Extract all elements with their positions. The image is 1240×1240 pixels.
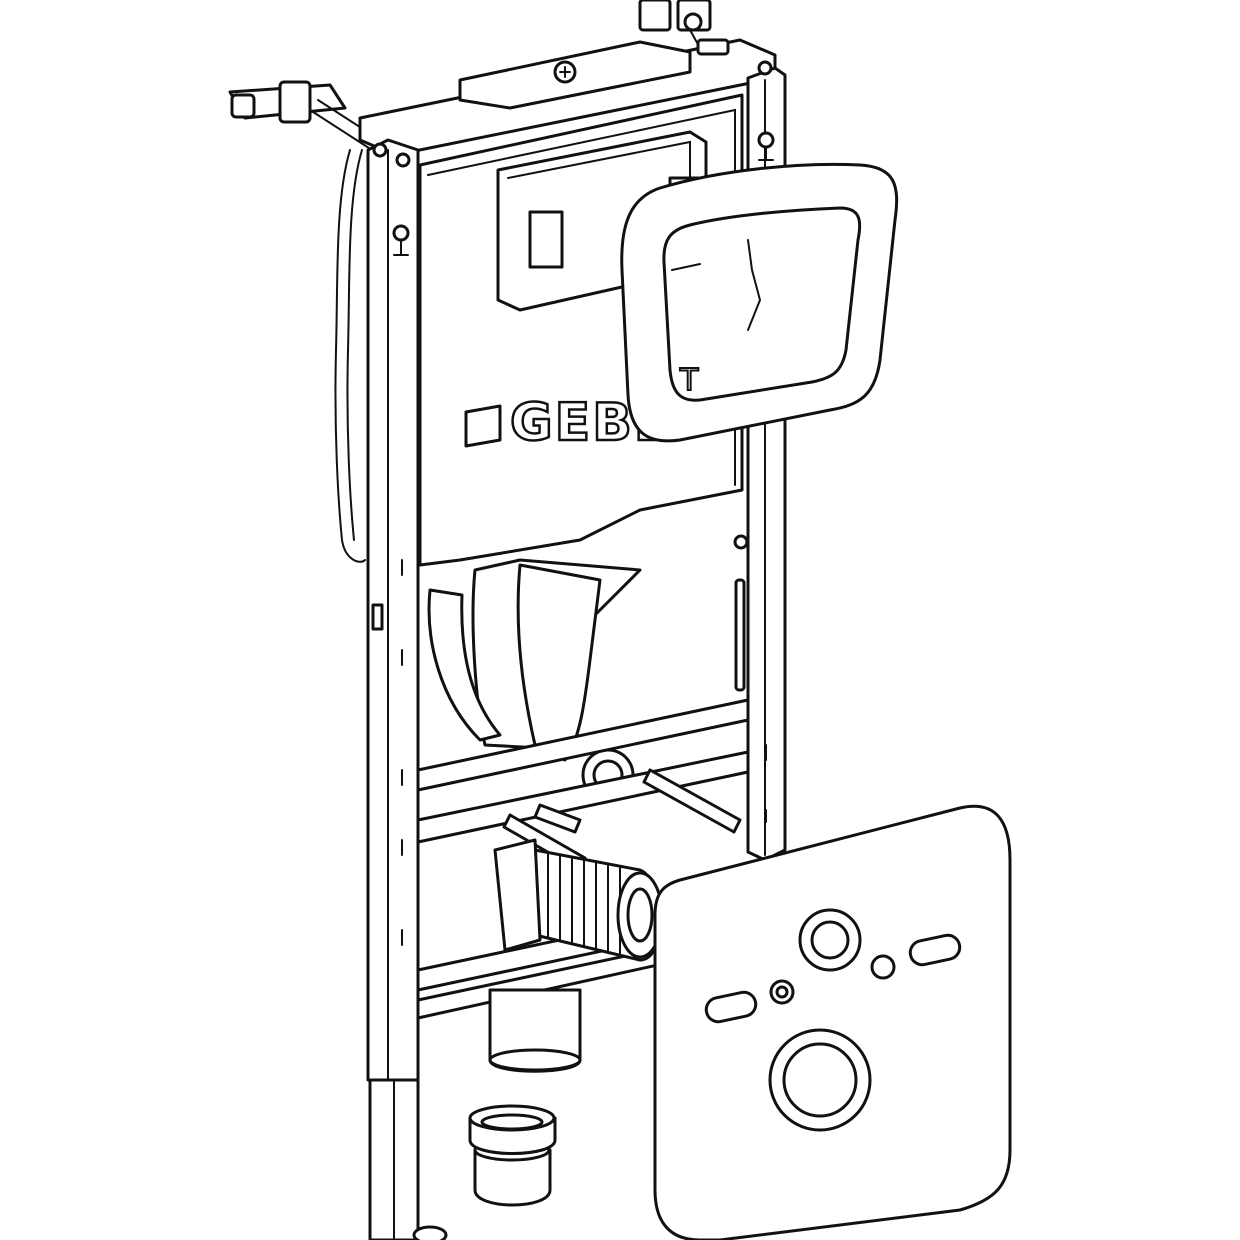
pipe-adapter	[468, 1104, 557, 1207]
flush-plate-frame: T	[620, 162, 899, 443]
flush-plate-mark: T	[679, 363, 699, 398]
protection-plate	[653, 804, 1012, 1240]
frame-left-upright	[366, 138, 420, 1092]
frame-foot	[368, 1078, 448, 1240]
side-cable	[334, 149, 366, 563]
top-wall-brackets	[228, 0, 712, 151]
drain-pipe-stub	[488, 988, 582, 1073]
bend-pipe	[427, 558, 642, 802]
corrugated-pipe	[493, 838, 664, 962]
